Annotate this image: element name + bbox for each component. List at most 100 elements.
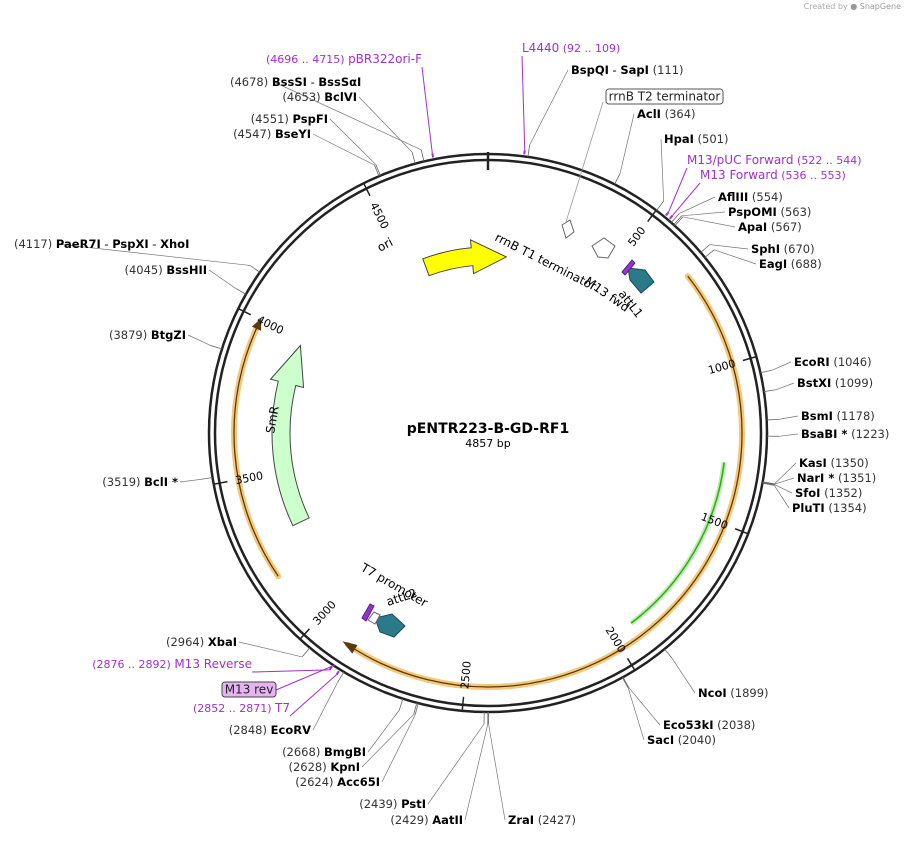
attl1-feature — [627, 267, 655, 294]
enzyme-label: AclI (364) — [637, 107, 696, 121]
enzyme-leader-line — [775, 382, 795, 391]
enzyme-name: SphI — [751, 242, 780, 256]
primer-range: (4696 .. 4715) — [266, 53, 348, 66]
ori-feature — [422, 238, 508, 277]
enzyme-name: BssSI — [272, 75, 307, 89]
enzyme-leader-line — [660, 138, 665, 202]
tick-mark — [647, 209, 657, 222]
enzyme-leader-line — [529, 69, 569, 146]
enzyme-name: KpnI — [330, 760, 360, 774]
smr-label: SmR — [263, 405, 282, 435]
primer-label: L4440 (92 .. 109) — [522, 41, 620, 55]
tick-label: 4000 — [255, 313, 286, 337]
enzyme-leader-line — [358, 96, 413, 153]
enzyme-site-tick — [398, 698, 404, 711]
enzyme-position: (4653) — [282, 90, 324, 104]
enzyme-leader-line — [774, 462, 797, 485]
enzyme-label: (4547) BseYI — [233, 127, 311, 141]
enzyme-sep: - — [609, 63, 620, 77]
enzyme-label: (2628) KpnI — [288, 760, 360, 774]
enzyme-leader-line — [179, 479, 201, 483]
enzyme-position: (2439) — [359, 797, 401, 811]
enzyme-position: (1178) — [833, 409, 875, 423]
m13-fwd-feature — [621, 259, 636, 276]
enzyme-label: NcoI (1899) — [698, 686, 769, 700]
enzyme-position: (4547) — [233, 127, 275, 141]
enzyme-leader-line — [312, 682, 339, 731]
enzyme-position: (4551) — [251, 112, 293, 126]
enzyme-name-2: SapI — [620, 63, 649, 77]
orf-arrow-head — [342, 641, 358, 654]
primer-leader-line — [251, 669, 330, 673]
enzyme-label: (4551) PspFI — [251, 112, 328, 126]
enzyme-name: BspQI — [571, 63, 609, 77]
enzyme-position: (688) — [787, 257, 822, 271]
enzyme-name: BsaBI * — [801, 427, 847, 441]
enzyme-position: (563) — [777, 205, 812, 219]
tick-mark — [742, 355, 757, 362]
plasmid-size: 4857 bp — [465, 437, 510, 450]
primer-name: T7 — [274, 701, 290, 715]
rrnb-t2-feature — [561, 219, 575, 239]
enzyme-label: (4045) BssHII — [124, 263, 207, 277]
enzyme-position: (1351) — [834, 471, 876, 485]
primer-name: M13 Forward — [700, 168, 778, 182]
attl2-feature — [374, 613, 406, 638]
enzyme-site-tick — [762, 482, 775, 486]
enzyme-leader-line — [488, 723, 506, 821]
primer-range: (522 .. 544) — [794, 154, 862, 167]
enzyme-site-tick — [674, 216, 684, 227]
enzyme-label: ApaI (567) — [738, 220, 802, 234]
enzyme-leader-line — [771, 361, 792, 371]
primer-site-mark — [669, 215, 674, 220]
enzyme-name: BseYI — [275, 127, 311, 141]
enzyme-label: (4653) BclVI — [282, 90, 357, 104]
enzyme-label: ZraI (2427) — [508, 813, 576, 827]
enzyme-site-tick — [760, 369, 773, 374]
enzyme-position: (4678) — [230, 75, 272, 89]
enzyme-name: BclI * — [144, 475, 178, 489]
smr-feature — [269, 344, 310, 527]
enzyme-leader-line — [464, 723, 489, 821]
enzyme-label: (2439) PstI — [359, 797, 426, 811]
enzyme-leader-line — [273, 81, 422, 151]
enzyme-name: EcoRI — [794, 355, 830, 369]
enzyme-leader-line — [187, 334, 211, 346]
enzyme-sep: - — [307, 75, 318, 89]
enzyme-label: Eco53kI (2038) — [663, 718, 755, 732]
t7-promoter-feature — [367, 611, 381, 625]
green-arc — [630, 462, 725, 624]
orf-arc-left-line — [233, 323, 279, 577]
enzyme-leader-line — [714, 249, 757, 265]
enzyme-leader-line — [709, 244, 749, 250]
enzyme-label: (2624) Acc65I — [295, 775, 380, 789]
enzyme-position: (554) — [748, 190, 783, 204]
enzyme-position: (2429) — [390, 813, 432, 827]
enzyme-label: (3879) BtgZI — [109, 328, 186, 342]
primer-leader-line — [289, 674, 338, 717]
primer-name: pBR322ori-F — [348, 52, 422, 66]
enzyme-leader-line — [774, 484, 793, 494]
enzyme-leader-line — [238, 641, 303, 658]
enzyme-position: (2628) — [288, 760, 330, 774]
enzyme-position: (2624) — [295, 775, 337, 789]
m13-rev-leader — [275, 664, 336, 691]
enzyme-label: NarI * (1351) — [797, 471, 876, 485]
tick-label: 2500 — [458, 660, 474, 689]
enzyme-position: (3879) — [109, 328, 151, 342]
primer-label: (2876 .. 2892) M13 Reverse — [92, 657, 252, 671]
tick-mark — [213, 480, 228, 485]
enzyme-position: (567) — [767, 220, 802, 234]
primer-range: (536 .. 553) — [778, 169, 846, 182]
enzyme-name: PspFI — [293, 112, 328, 126]
enzyme-site-tick — [704, 249, 715, 258]
enzyme-leader-line — [361, 714, 414, 768]
primer-name: M13 Reverse — [174, 657, 252, 671]
enzyme-leader-line — [773, 485, 790, 509]
enzyme-name: BclVI — [324, 90, 357, 104]
enzyme-site-tick — [622, 676, 630, 688]
enzyme-site-tick — [656, 200, 664, 211]
enzyme-name: ApaI — [738, 220, 767, 234]
boxed-label-text: M13 rev — [225, 683, 274, 697]
